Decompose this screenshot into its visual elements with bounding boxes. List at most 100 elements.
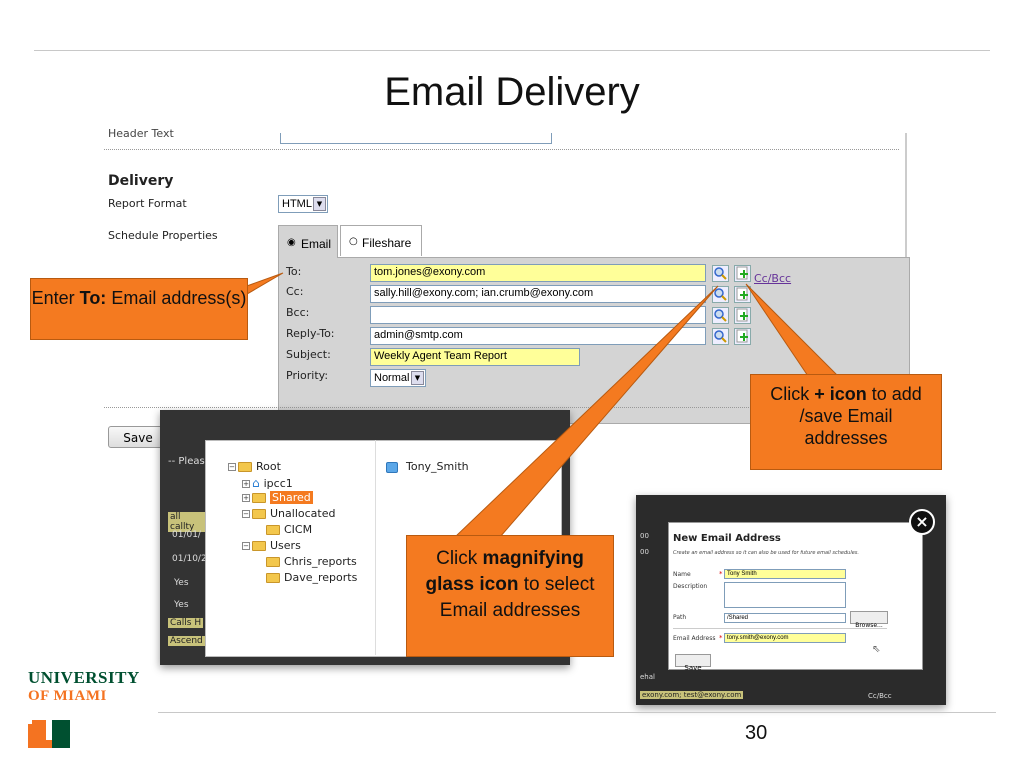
chevron-down-icon[interactable]: ▼ [411, 371, 424, 385]
bottom-dotted-divider [104, 407, 899, 408]
dialog-save-button[interactable]: Save [675, 654, 711, 672]
tree-label: Shared [270, 491, 313, 504]
reply-to-field[interactable]: admin@smtp.com [370, 327, 706, 345]
dialog-email-field[interactable]: tony.smith@exony.com [724, 633, 846, 643]
radio-email[interactable]: ◉ [287, 237, 296, 248]
tree-label: Chris_reports [284, 555, 357, 568]
tree-item-shared[interactable]: + Shared [242, 491, 313, 504]
callout-text: Click [436, 548, 483, 569]
save-button[interactable]: Save [108, 426, 168, 448]
tab-email-label: Email [301, 237, 332, 251]
home-icon: ⌂ [252, 476, 260, 490]
required-marker: * [719, 634, 723, 642]
callout-text: to add /save Email addresses [799, 384, 922, 448]
priority-label: Priority: [286, 369, 329, 382]
subject-label: Subject: [286, 348, 331, 361]
add-plus-icon[interactable] [734, 328, 751, 345]
add-plus-icon[interactable] [734, 307, 751, 324]
priority-value: Normal [374, 372, 410, 384]
tree-label: Users [270, 539, 301, 552]
magnifying-glass-icon[interactable] [712, 328, 729, 345]
tree-collapse-icon[interactable]: − [228, 463, 236, 471]
dialog-name-field[interactable]: Tony Smith [724, 569, 846, 579]
to-field[interactable]: tom.jones@exony.com [370, 264, 706, 282]
logo-line-2: OF MIAMI [28, 688, 107, 704]
tree-item-root[interactable]: − Root [228, 460, 281, 473]
tree-collapse-icon[interactable]: − [242, 542, 250, 550]
report-format-select[interactable]: HTML ▼ [278, 195, 328, 213]
callout-text: Click [770, 384, 815, 404]
tree-item-users[interactable]: − Users [242, 539, 301, 552]
cc-label: Cc: [286, 285, 304, 298]
tree-label: ipcc1 [263, 477, 293, 490]
behind-text: all callty [168, 512, 206, 532]
dialog-behind-text: Cc/Bcc [868, 692, 892, 700]
university-logo: UNIVERSITY OF MIAMI [28, 668, 168, 758]
bcc-field[interactable] [370, 306, 706, 324]
callout-text: to select Email addresses [439, 574, 595, 621]
required-marker: * [719, 570, 723, 578]
add-plus-icon[interactable] [734, 265, 751, 282]
tree-label: Root [256, 460, 281, 473]
folder-icon [266, 525, 280, 535]
tab-fileshare-label: Fileshare [362, 236, 412, 250]
user-icon [386, 461, 398, 473]
report-format-label: Report Format [108, 197, 187, 210]
callout-text: Enter [31, 288, 80, 308]
tab-email[interactable]: ◉ Email [278, 225, 338, 258]
callout-bold: + icon [814, 384, 867, 404]
mouse-cursor-icon: ⇖ [872, 644, 881, 655]
magnifying-glass-icon[interactable] [712, 307, 729, 324]
tab-fileshare[interactable]: ○ Fileshare [340, 225, 422, 256]
magnifying-glass-icon[interactable] [712, 265, 729, 282]
tree-item-ipcc1[interactable]: +⌂ipcc1 [242, 476, 293, 490]
dialog-path-label: Path [673, 614, 687, 621]
dialog-path-field[interactable]: /Shared [724, 613, 846, 623]
dialog-divider [673, 628, 887, 629]
report-format-value: HTML [282, 198, 312, 210]
tree-behind-column: -- Pleas all callty 01/01/ 01/10/2 Yes Y… [166, 452, 207, 646]
dialog-behind-text: 00 [640, 548, 649, 556]
priority-select[interactable]: Normal ▼ [370, 369, 426, 387]
folder-icon [252, 509, 266, 519]
bcc-label: Bcc: [286, 306, 310, 319]
to-label: To: [286, 265, 302, 278]
folder-icon [252, 493, 266, 503]
chevron-down-icon[interactable]: ▼ [313, 197, 326, 211]
tree-expand-icon[interactable]: + [242, 480, 250, 488]
callout-enter-to: Enter To: Email address(s) [30, 278, 248, 340]
dialog-description-field[interactable] [724, 582, 846, 608]
reply-to-label: Reply-To: [286, 327, 335, 340]
behind-text: 01/10/2 [172, 554, 207, 564]
dialog-save-button-label: Save [684, 664, 702, 672]
folder-icon [238, 462, 252, 472]
save-button-label: Save [123, 431, 153, 445]
close-icon[interactable]: × [909, 509, 935, 535]
tree-item-dave-reports[interactable]: Dave_reports [266, 571, 357, 584]
browse-button[interactable]: Browse... [850, 611, 888, 629]
magnifying-glass-icon[interactable] [712, 286, 729, 303]
tree-item-cicm[interactable]: CICM [266, 523, 312, 536]
tree-item-chris-reports[interactable]: Chris_reports [266, 555, 357, 568]
page-number: 30 [745, 722, 768, 744]
cc-bcc-link[interactable]: Cc/Bcc [754, 272, 792, 285]
header-text-input[interactable] [280, 133, 552, 144]
callout-text: Email address(s) [106, 288, 247, 308]
tree-collapse-icon[interactable]: − [242, 510, 250, 518]
tree-divider [375, 440, 376, 655]
header-text-label: Header Text [108, 127, 174, 140]
callout-bold: magnifying glass icon [425, 548, 584, 595]
folder-icon [266, 557, 280, 567]
user-list-item[interactable]: Tony_Smith [386, 460, 469, 473]
schedule-properties-label: Schedule Properties [108, 229, 218, 242]
radio-fileshare[interactable]: ○ [349, 236, 358, 247]
folder-icon [252, 541, 266, 551]
tree-expand-icon[interactable]: + [242, 494, 250, 502]
section-dotted-divider [104, 149, 899, 150]
add-plus-icon[interactable] [734, 286, 751, 303]
subject-field[interactable]: Weekly Agent Team Report [370, 348, 580, 366]
cc-field[interactable]: sally.hill@exony.com; ian.crumb@exony.co… [370, 285, 706, 303]
bottom-divider [158, 712, 996, 713]
dialog-behind-text: exony.com; test@exony.com [640, 691, 744, 699]
tree-item-unallocated[interactable]: −Unallocated [242, 507, 335, 520]
